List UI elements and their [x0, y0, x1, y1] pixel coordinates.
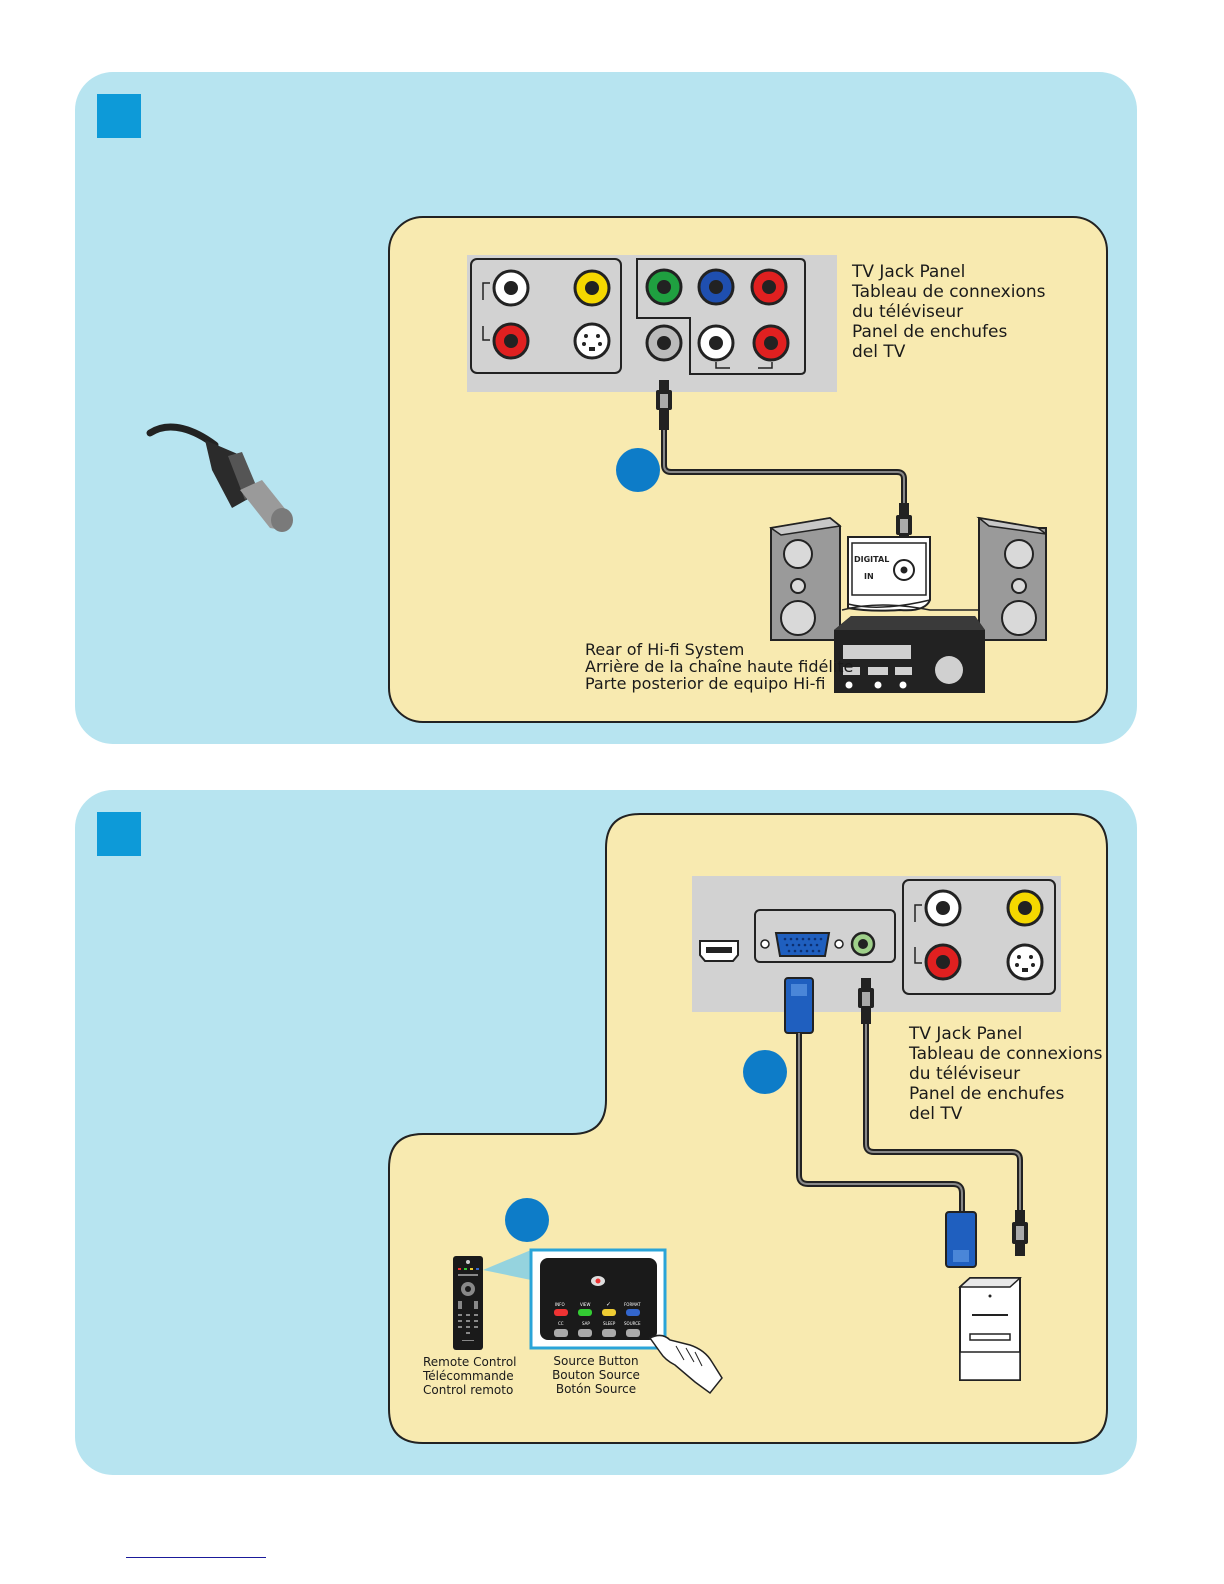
hifi-label-es: Parte posterior de equipo Hi-fi — [585, 674, 826, 693]
remote-btn-view: VIEW — [580, 1302, 590, 1307]
hifi-receiver — [834, 616, 985, 693]
jack-white-audio — [492, 269, 530, 307]
remote-control-label: Remote Control Télécommande Control remo… — [423, 1355, 517, 1397]
jack-green-y — [645, 268, 683, 306]
source-label-es: Botón Source — [555, 1382, 637, 1396]
remote-label-fr: Télécommande — [423, 1369, 514, 1383]
jack-yellow-video — [573, 269, 611, 307]
tv-panel-label-fr-1: Tableau de connexions — [852, 282, 1046, 302]
tv-panel2-label-es-2: del TV — [909, 1104, 963, 1124]
footer-rule — [126, 1557, 266, 1558]
vga-port — [774, 932, 831, 957]
hifi-speaker-right — [976, 516, 1047, 641]
jack-svideo-step2 — [1006, 943, 1044, 981]
tv-panel-label-es-1: Panel de enchufes — [852, 322, 1008, 342]
tv-jack-panel-label-step1: TV Jack Panel Tableau de connexions du t… — [852, 262, 1045, 362]
coaxial-cable-step1 — [656, 380, 912, 545]
remote-label-es: Control remoto — [423, 1383, 514, 1397]
tv-jack-panel-label-step2: TV Jack Panel Tableau de connexions du t… — [909, 1024, 1102, 1124]
pc-audio-jack — [850, 931, 876, 957]
remote-btn-format: FORMAT — [624, 1302, 641, 1307]
jack-blue-pb — [697, 268, 735, 306]
tv-panel2-label-fr-2: du téléviseur — [909, 1064, 1021, 1084]
remote-btn-info: INFO — [555, 1302, 565, 1307]
tv-panel2-label-es-1: Panel de enchufes — [909, 1084, 1065, 1104]
hifi-system: DIGITAL IN — [769, 516, 1047, 693]
remote-btn-sleep: SLEEP — [603, 1321, 616, 1326]
digital-in-label-line1: DIGITAL — [854, 555, 889, 564]
jack-red-audio — [492, 322, 530, 360]
step-2-badge — [97, 812, 141, 856]
remote-btn-source: SOURCE — [624, 1321, 641, 1326]
hifi-speaker-left — [769, 516, 842, 641]
remote-label-en: Remote Control — [423, 1355, 517, 1369]
tv-panel-label-en: TV Jack Panel — [852, 262, 966, 282]
hdmi-port — [699, 940, 739, 962]
tv-panel-label-es-2: del TV — [852, 342, 906, 362]
hifi-label-en: Rear of Hi-fi System — [585, 640, 745, 659]
hifi-rear-panel: DIGITAL IN — [841, 536, 978, 612]
remote-control: INFO VIEW ✓ FORMAT CC SAP SLEEP SOURCE — [453, 1248, 723, 1395]
digital-in-label-line2: IN — [864, 572, 874, 581]
remote-btn-check: ✓ — [606, 1301, 611, 1308]
step-1-badge — [97, 94, 141, 138]
jack-digital-out — [645, 324, 683, 362]
source-label-en: Source Button — [553, 1354, 639, 1368]
remote-btn-sap: SAP — [582, 1321, 590, 1326]
tv-panel-label-fr-2: du téléviseur — [852, 302, 964, 322]
vga-cable — [784, 977, 977, 1268]
hifi-label: Rear of Hi-fi System Arrière de la chaîn… — [585, 641, 853, 692]
tv-jack-panel-step1 — [467, 255, 837, 392]
remote-btn-cc: CC — [558, 1321, 564, 1326]
pc-audio-cable — [858, 978, 1028, 1256]
source-button-label: Source Button Bouton Source Botón Source — [548, 1354, 644, 1396]
jack-red-pr — [750, 268, 788, 306]
jack-red-audio-2 — [752, 324, 790, 362]
jack-red-audio-step2 — [924, 943, 962, 981]
coaxial-plug-illustration — [146, 423, 293, 532]
pointing-hand-icon — [648, 1334, 723, 1395]
hifi-label-fr: Arrière de la chaîne haute fidélite — [585, 657, 854, 676]
step-2-marker-b — [505, 1198, 549, 1242]
pc-tower — [958, 1277, 1022, 1381]
tv-panel2-label-fr-1: Tableau de connexions — [909, 1044, 1103, 1064]
jack-svideo — [573, 322, 611, 360]
tv-panel2-label-en: TV Jack Panel — [909, 1024, 1023, 1044]
jack-yellow-video-step2 — [1006, 889, 1044, 927]
step-2-marker-a — [743, 1050, 787, 1094]
jack-white-audio-step2 — [924, 889, 962, 927]
jack-white-audio-2 — [697, 324, 735, 362]
source-label-fr: Bouton Source — [552, 1368, 640, 1382]
step-1-marker-a — [616, 448, 660, 492]
tv-jack-panel-step2 — [692, 876, 1061, 1012]
